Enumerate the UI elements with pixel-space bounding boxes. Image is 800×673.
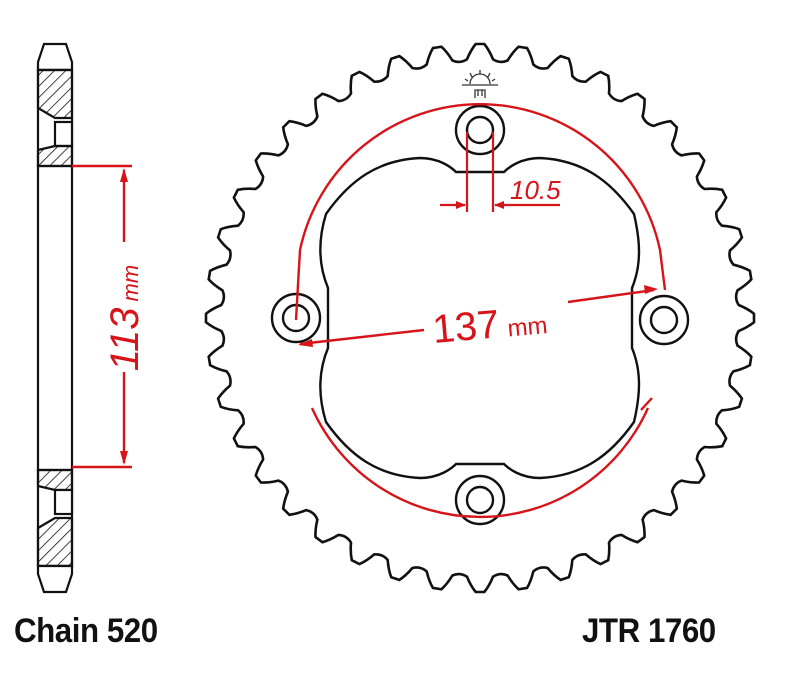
pcd-circle bbox=[294, 103, 667, 519]
bolt-hole-dimension bbox=[440, 132, 560, 212]
sprocket-teeth-outline bbox=[204, 42, 756, 594]
side-section-view bbox=[36, 42, 74, 594]
bolt-hole-bottom bbox=[454, 474, 506, 526]
bolt-hole-label: 10.5 bbox=[510, 175, 561, 205]
center-bore-label: 113mm bbox=[103, 265, 147, 371]
part-number-label: JTR 1760 bbox=[582, 612, 716, 650]
bolt-hole-right bbox=[638, 294, 690, 346]
center-bore-dimension bbox=[72, 164, 132, 469]
pcd-dimension bbox=[298, 285, 658, 347]
bolt-hole-top bbox=[454, 104, 506, 156]
chain-size-label: Chain 520 bbox=[14, 612, 158, 650]
sun-light-icon bbox=[462, 70, 498, 98]
center-cutout-outline bbox=[319, 156, 641, 480]
